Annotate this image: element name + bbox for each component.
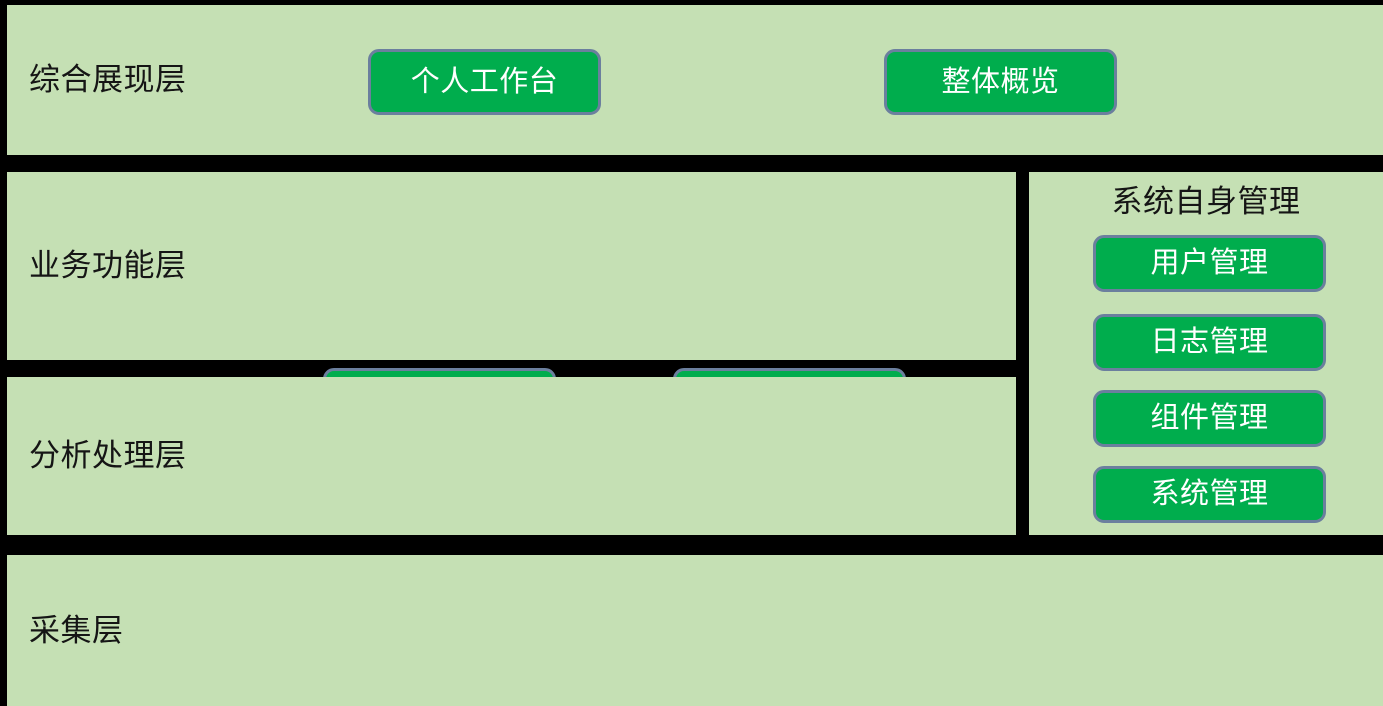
layer-label-display: 综合展现层 xyxy=(29,61,187,97)
layer-panel-business: 业务功能层 资产管理 漏洞管理 知识库 报表管理 xyxy=(7,172,1016,514)
layer-label-analysis: 分析处理层 xyxy=(29,437,187,473)
button-system-management[interactable]: 系统管理 xyxy=(1093,466,1326,523)
layer-label-collection: 采集层 xyxy=(29,612,124,648)
button-log-management[interactable]: 日志管理 xyxy=(1093,314,1326,371)
button-overall-overview[interactable]: 整体概览 xyxy=(884,49,1117,115)
layer-label-business: 业务功能层 xyxy=(29,247,187,283)
layer-panel-collection: 采集层 扫描引擎 扫描引擎 扫描引擎 xyxy=(7,555,1383,706)
layer-panel-display: 综合展现层 个人工作台 整体概览 xyxy=(7,5,1383,155)
layer-panel-analysis: 分析处理层 任务调度 分析处理 xyxy=(7,377,1016,535)
button-user-management[interactable]: 用户管理 xyxy=(1093,235,1326,292)
button-component-management[interactable]: 组件管理 xyxy=(1093,390,1326,447)
button-personal-workbench[interactable]: 个人工作台 xyxy=(368,49,601,115)
sidebar-title: 系统自身管理 xyxy=(1111,184,1301,219)
